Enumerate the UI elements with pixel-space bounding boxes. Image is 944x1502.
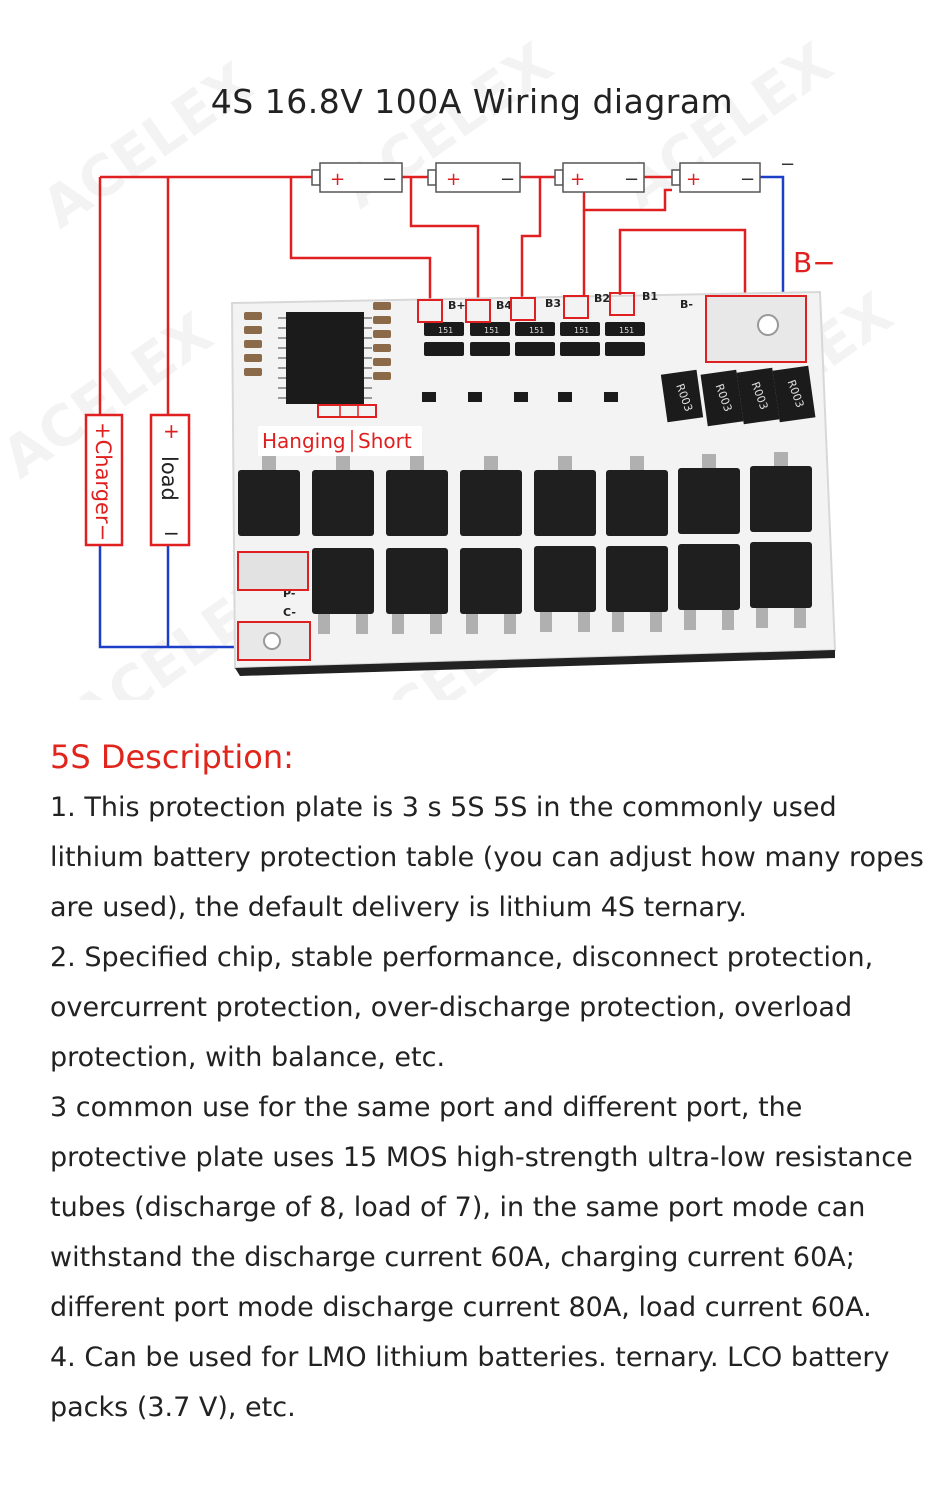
battery-cells: + − + − + − + − − [311,154,795,193]
resistor-code: 151 [484,326,499,335]
battery-cell-1: + − [311,162,403,193]
pad-box-b-minus [705,295,807,363]
hanging-label: Hanging [262,429,346,453]
description-paragraph: 3 common use for the same port and diffe… [50,1092,913,1323]
charger-label-box: +Charger− [84,413,124,547]
watermark-text: ACELEX [331,31,565,222]
negative-wires [98,175,785,649]
pad-box-bplus [417,299,443,323]
pad-box-b3 [510,297,536,321]
pin-label: B2 [594,292,610,305]
cell-plus-text: + [330,169,345,190]
load-plus: + [163,419,180,443]
pad-box-c-minus [237,621,311,661]
ic-chip [286,312,364,404]
balance-wire-b4 [409,177,480,300]
charger-label: +Charger− [91,422,115,541]
battery-cell-2: + − [427,162,521,193]
description-paragraph: 2. Specified chip, stable performance, d… [50,942,874,1073]
cell-minus-text: − [624,169,639,190]
short-label: Short [358,429,412,453]
resistor-code: 151 [574,326,589,335]
balance-wire-bplus [289,177,432,300]
watermark-text: ACELEX [611,31,845,222]
pad-box-b1 [609,292,635,316]
pad-box-p-minus [237,551,309,591]
resistor-code: 151 [438,326,453,335]
diagram-title: 4S 16.8V 100A Wiring diagram [210,82,734,121]
pin-label: B3 [545,297,561,310]
mosfet-row-bottom [312,542,812,614]
description-heading: 5S Description: [50,738,294,776]
b-minus-wire [760,175,785,298]
pad-box-b2 [563,295,589,319]
shunt-resistors: R003 R003 R003 R003 [660,365,816,427]
description-paragraph: 1. This protection plate is 3 s 5S 5S in… [50,792,924,923]
description-paragraph: 4. Can be used for LMO lithium batteries… [50,1342,890,1423]
cell-minus-text: − [500,169,515,190]
pin-label: B4 [496,299,512,312]
cell-minus-text: − [382,169,397,190]
balance-wire-b2-link [582,177,672,212]
resistor-code: 151 [529,326,544,335]
pin-label: C- [283,606,296,619]
pad-box-hanging-short [317,404,377,418]
cell-plus-text: + [446,169,461,190]
pad-box-b4 [465,299,491,323]
battery-cell-4: + − [671,162,761,193]
charger-minus-wire [98,545,240,649]
b-minus-label: B− [793,246,836,279]
load-label-box: + load − [149,413,191,547]
pin-label: B- [680,298,693,311]
cell-plus-text: + [686,169,701,190]
watermark-text: ACELEX [31,51,265,242]
description-body: 1. This protection plate is 3 s 5S 5S in… [50,783,930,1433]
wiring-diagram: ACELEX ACELEX ACELEX ACELEX ACELEX ACELE… [0,31,904,700]
pin-label: B+ [448,299,466,312]
load-minus: − [163,521,180,545]
hanging-short-bg [258,426,422,456]
highlight-boxes [237,292,807,661]
load-text: load [157,456,181,501]
p-minus-pad [238,552,308,590]
pcb-board: 151 151 151 151 151 B+ B4 B3 B2 B1 B- P-… [230,290,837,676]
end-minus-text: − [780,154,795,175]
cell-minus-text: − [740,169,755,190]
balance-wire-b3 [520,177,542,300]
pin-label: B1 [642,290,658,303]
mosfet-row-top [238,466,812,536]
balance-wire-b1 [618,228,747,300]
positive-wires [98,175,747,415]
cell-plus-text: + [570,169,585,190]
battery-cell-3: + − [554,162,645,193]
b-minus-pad [706,296,806,362]
resistor-code: 151 [619,326,634,335]
